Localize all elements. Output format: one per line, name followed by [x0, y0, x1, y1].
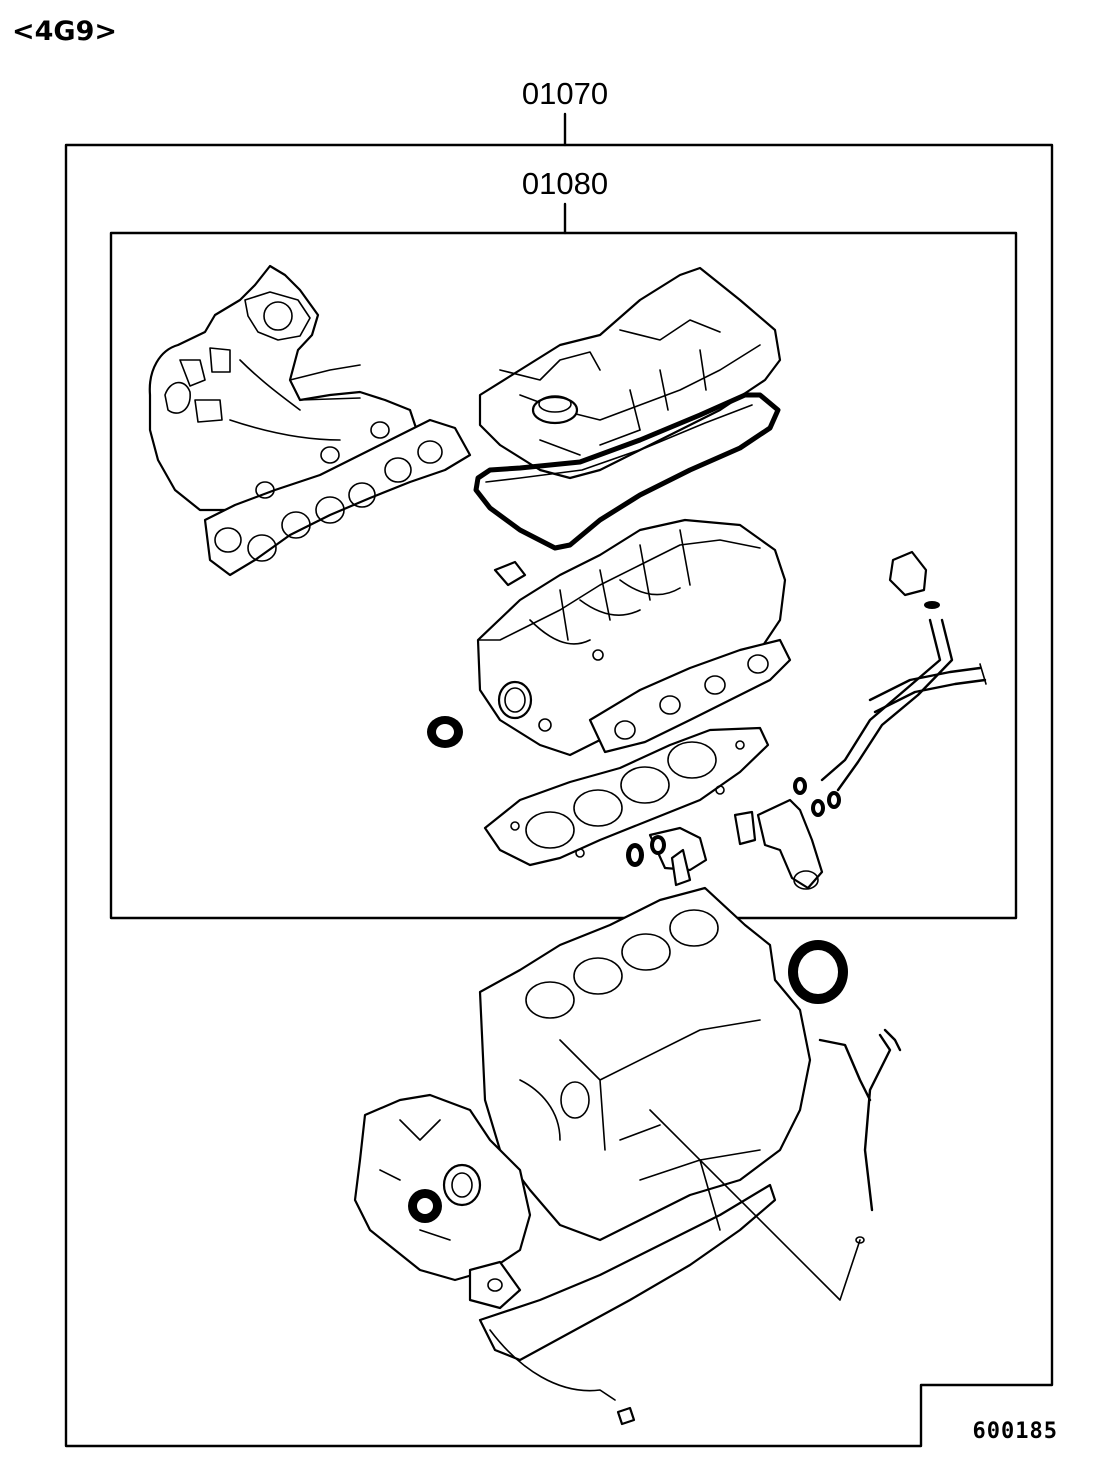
engine-code-label: <4G9>: [12, 16, 117, 47]
head-gasket-icon: [483, 726, 770, 867]
intake-manifold-gasket-icon: [148, 264, 472, 577]
water-pump-gasket-icon: [468, 1260, 522, 1310]
callout-label-01080: 01080: [522, 166, 608, 201]
thermostat-housing-icon: [626, 798, 824, 890]
exhaust-manifold-gasket-icon: [588, 638, 792, 754]
overhaul-kit-frame: [64, 143, 1054, 1448]
rocker-cover-gasket-icon: [473, 392, 781, 551]
camshaft-oil-seal-icon: [427, 716, 463, 748]
oil-dipstick-icon: [619, 1028, 902, 1301]
timing-cover-icon: [353, 1093, 532, 1282]
diagram-code: 600185: [973, 1419, 1058, 1444]
cylinder-block-icon: [478, 886, 812, 1242]
crankshaft-oil-seal-icon: [408, 940, 848, 1223]
callout-label-01070: 01070: [522, 76, 608, 111]
water-pipe-icon: [793, 550, 987, 817]
upper-kit-frame: [109, 231, 1018, 920]
cylinder-head-icon: [476, 518, 787, 757]
rocker-cover-icon: [478, 266, 782, 480]
